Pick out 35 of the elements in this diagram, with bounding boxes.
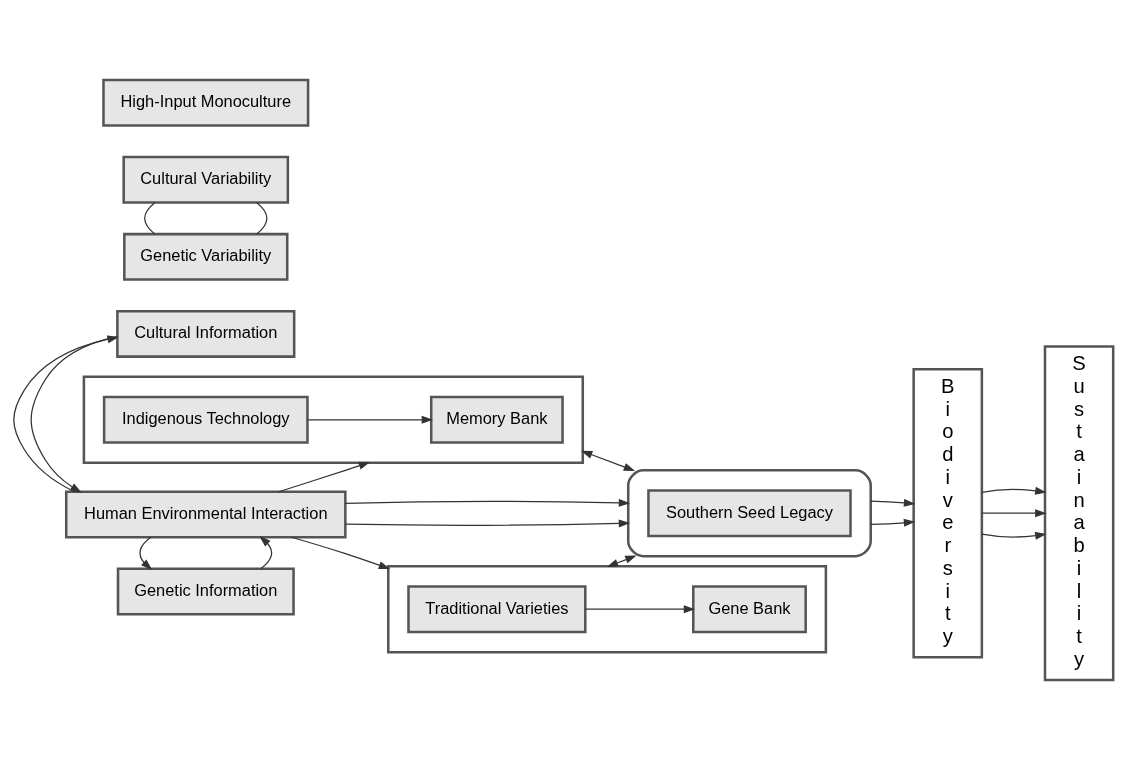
- arrow: [139, 536, 153, 570]
- arrow: [870, 518, 916, 527]
- node-box: Genetic Variability: [123, 232, 289, 281]
- cluster: [626, 469, 872, 558]
- node-box: Biodiversity: [912, 368, 984, 659]
- node-box: Indigenous Technology: [102, 395, 309, 444]
- arrow: [259, 536, 273, 570]
- arrow: [344, 498, 631, 507]
- node-box: Traditional Varieties: [407, 585, 587, 634]
- arrow: [981, 509, 1047, 518]
- node-box: Human Environmental Interaction: [64, 490, 347, 539]
- connector: [256, 202, 268, 235]
- connector: [144, 202, 156, 235]
- cluster: [82, 375, 585, 464]
- node-box: Southern Seed Legacy: [647, 489, 852, 538]
- node-box: High-Input Monoculture: [102, 78, 310, 127]
- arrow: [306, 415, 433, 424]
- node-box: Cultural Information: [116, 309, 296, 358]
- arrow: [606, 555, 637, 567]
- arrow: [981, 486, 1047, 495]
- arrow: [581, 450, 636, 471]
- node-box: Cultural Variability: [122, 155, 290, 204]
- arrow: [870, 498, 916, 507]
- node-box: Gene Bank: [692, 585, 807, 634]
- cluster: [387, 565, 828, 654]
- arrow: [981, 531, 1047, 540]
- arrow: [13, 335, 119, 493]
- arrow: [30, 336, 118, 493]
- arrow: [290, 536, 391, 569]
- node-box: Genetic Information: [116, 567, 295, 616]
- node-box: Memory Bank: [429, 395, 564, 444]
- arrow: [278, 461, 371, 493]
- arrow: [585, 605, 696, 614]
- arrow: [344, 519, 631, 528]
- node-box: Sustainability: [1043, 345, 1115, 682]
